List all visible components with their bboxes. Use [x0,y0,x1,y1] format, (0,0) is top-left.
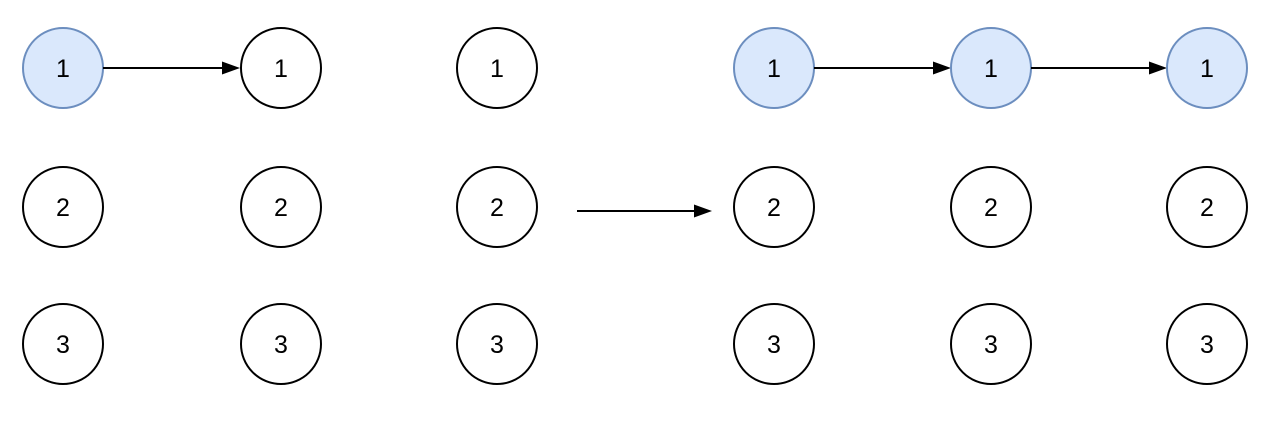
node-label: 1 [1200,55,1214,83]
transform-arrow [577,204,712,218]
node-label: 3 [1200,331,1214,359]
node-label: 1 [767,55,781,83]
arrowhead-icon [222,61,240,75]
node-c6-r3: 3 [1166,303,1248,385]
edge-arrow-c5r1-c6r1 [1031,61,1167,75]
node-label: 2 [984,194,998,222]
node-c5-r1: 1 [950,27,1032,109]
left-graph-group: 1 2 3 1 2 3 [22,27,322,385]
node-circle [240,166,322,248]
node-c1-r2: 2 [22,166,104,248]
node-circle [733,166,815,248]
node-label: 3 [490,331,504,359]
node-circle [1166,166,1248,248]
node-circle [240,303,322,385]
arrowhead-icon [933,61,951,75]
edge-arrow-c1r1-c2r1 [103,61,240,75]
arrowhead-icon [1149,61,1167,75]
node-circle [1166,303,1248,385]
node-circle [456,303,538,385]
node-circle [456,166,538,248]
highlighted-node-circle [1166,27,1248,109]
node-c2-r2: 2 [240,166,322,248]
node-c1-r3: 3 [22,303,104,385]
node-label: 2 [1200,194,1214,222]
node-circle [240,27,322,109]
node-c2-r3: 3 [240,303,322,385]
node-circle [950,303,1032,385]
node-c3-r1: 1 [456,27,538,109]
node-label: 1 [984,55,998,83]
node-label: 2 [767,194,781,222]
node-c4-r1: 1 [733,27,815,109]
node-circle [22,166,104,248]
node-label: 3 [984,331,998,359]
node-label: 2 [490,194,504,222]
edge-arrow-c4r1-c5r1 [814,61,951,75]
node-c4-r2: 2 [733,166,815,248]
node-label: 2 [274,194,288,222]
node-label: 1 [490,55,504,83]
node-c6-r1: 1 [1166,27,1248,109]
node-circle [950,166,1032,248]
node-circle [456,27,538,109]
node-c1-r1: 1 [22,27,104,109]
arrowhead-icon [694,204,712,218]
node-circle [22,303,104,385]
node-circle [733,303,815,385]
node-c3-r2: 2 [456,166,538,248]
node-c5-r3: 3 [950,303,1032,385]
node-label: 3 [274,331,288,359]
node-label: 1 [274,55,288,83]
node-label: 1 [56,55,70,83]
node-c3-r3: 3 [456,303,538,385]
node-c4-r3: 3 [733,303,815,385]
middle-graph-group: 1 2 3 [456,27,538,385]
node-c6-r2: 2 [1166,166,1248,248]
node-label: 3 [767,331,781,359]
node-label: 3 [56,331,70,359]
right-graph-group: 1 2 3 1 2 3 [733,27,1248,385]
node-c5-r2: 2 [950,166,1032,248]
node-c2-r1: 1 [240,27,322,109]
node-label: 2 [56,194,70,222]
